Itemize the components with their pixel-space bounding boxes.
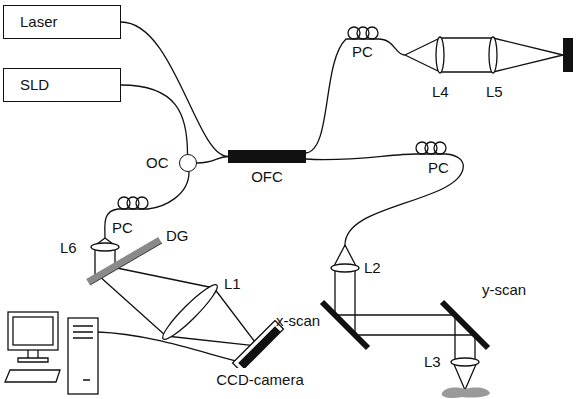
lens [489, 37, 497, 73]
node-label: SLD [20, 77, 49, 94]
tower-slots [73, 326, 93, 380]
lens [451, 358, 479, 366]
ccd-body [238, 326, 280, 368]
part-label: y-scan [482, 282, 526, 299]
ccd-camera: CCD-camera [215, 320, 305, 389]
part-label: PC [428, 160, 449, 177]
cable [98, 332, 240, 362]
monitor-stand [18, 350, 48, 362]
part-label: x-scan [276, 313, 320, 330]
pc-coil [136, 197, 148, 209]
lens [331, 264, 359, 272]
lens [436, 37, 444, 73]
fiber [306, 154, 463, 245]
source-box: Laser [3, 5, 121, 39]
optical-fiber [121, 85, 188, 154]
node-label: OFC [228, 169, 306, 186]
reference-mirror [563, 38, 573, 72]
sample [442, 388, 490, 398]
part-label: L3 [424, 354, 441, 371]
coupler-bar [228, 150, 306, 163]
source-box: SLD [3, 68, 121, 102]
beam [405, 38, 563, 72]
diffraction-grating [88, 240, 160, 282]
part-label: L2 [364, 260, 381, 277]
circulator-circle [179, 154, 197, 172]
diffraction-grating-edge [90, 243, 162, 285]
monitor [8, 312, 58, 350]
part-label: DG [166, 228, 189, 245]
scan-mirror [442, 302, 488, 348]
keyboard [5, 370, 60, 382]
optical-fiber [197, 157, 229, 164]
node-label: OC [146, 155, 169, 172]
part-label: PC [112, 220, 133, 237]
lens [91, 243, 119, 251]
fiber-coupler: OFC [228, 150, 306, 186]
node-label: Laser [20, 14, 58, 31]
pc-coil [366, 27, 378, 39]
lens [158, 280, 222, 344]
computer-tower [68, 318, 98, 394]
optical-fiber [121, 22, 228, 157]
fiber [306, 39, 405, 153]
part-label: L1 [224, 276, 241, 293]
part-label: L4 [432, 84, 449, 101]
screen [13, 317, 53, 345]
node-label: CCD-camera [215, 372, 305, 389]
part-label: L6 [60, 240, 77, 257]
part-label: PC [352, 44, 373, 61]
part-label: L5 [486, 84, 503, 101]
pc-coil [434, 142, 446, 154]
ccd-sensor [233, 321, 284, 368]
scan-mirror [322, 302, 368, 348]
optical-circulator: OC [146, 154, 197, 172]
